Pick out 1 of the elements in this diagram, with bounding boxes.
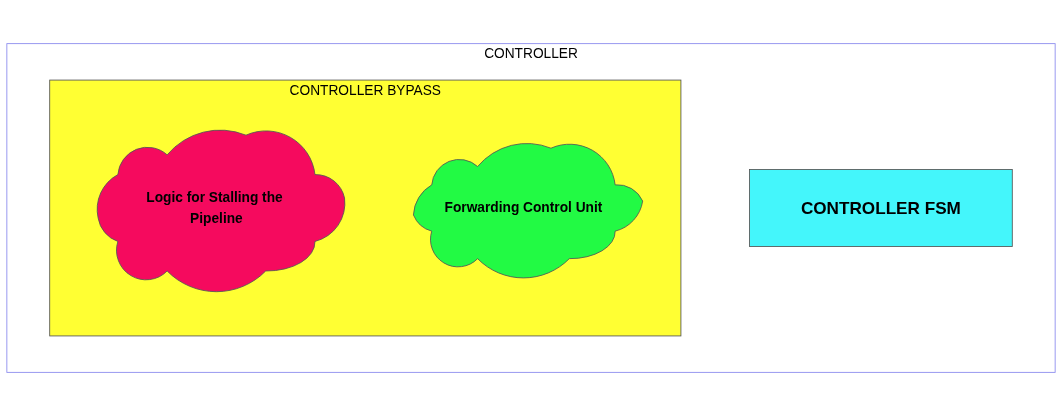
node-box: CONTROLLER FSM (749, 169, 1013, 247)
